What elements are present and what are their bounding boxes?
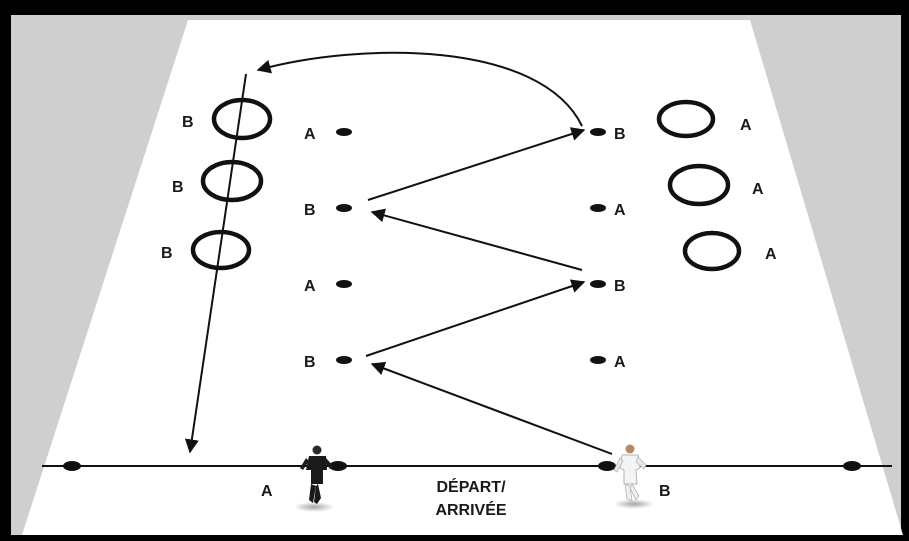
path-arrow bbox=[370, 361, 613, 455]
path-arrow bbox=[184, 73, 247, 454]
ring-label-right-2: A bbox=[752, 181, 764, 198]
cones bbox=[63, 128, 861, 471]
ring-label-left-1: B bbox=[182, 114, 194, 131]
player-b-icon bbox=[613, 444, 654, 509]
cone-marker-icon bbox=[336, 280, 352, 288]
start-finish-label-line-2: ARRIVÉE bbox=[435, 500, 506, 519]
cone-marker-icon bbox=[590, 356, 606, 364]
path-arrow bbox=[365, 279, 586, 357]
player-label-a: A bbox=[261, 483, 273, 500]
player-head bbox=[312, 445, 322, 455]
hoop-icon bbox=[190, 229, 252, 271]
path-arrow-curve bbox=[256, 51, 583, 127]
running-path bbox=[184, 51, 613, 455]
cone-marker-icon bbox=[329, 461, 347, 471]
ring-label-left-2: B bbox=[172, 179, 184, 196]
player-shadow bbox=[294, 502, 334, 512]
playing-field bbox=[22, 20, 903, 535]
cone-label-left-4: B bbox=[304, 354, 316, 371]
player-arm bbox=[613, 457, 624, 473]
cone-label-right-2: A bbox=[614, 202, 626, 219]
player-leg bbox=[629, 483, 640, 501]
player-torso bbox=[306, 456, 327, 484]
cone-label-right-1: B bbox=[614, 126, 626, 143]
cone-label-left-2: B bbox=[304, 202, 316, 219]
path-arrow bbox=[367, 127, 586, 201]
player-leg bbox=[309, 484, 316, 503]
ring-label-right-3: A bbox=[765, 246, 777, 263]
hoop-icon bbox=[656, 99, 716, 139]
cone-marker-icon bbox=[590, 204, 606, 212]
cone-marker-icon bbox=[843, 461, 861, 471]
player-arm bbox=[324, 458, 333, 469]
ring-label-right-1: A bbox=[740, 117, 752, 134]
hoops-left bbox=[190, 97, 273, 271]
player-arm bbox=[300, 458, 309, 470]
player-a-icon bbox=[294, 445, 334, 512]
path-arrow bbox=[370, 208, 583, 271]
cone-marker-icon bbox=[336, 204, 352, 212]
cone-marker-icon bbox=[336, 356, 352, 364]
hoop-icon bbox=[682, 230, 742, 272]
ring-label-left-3: B bbox=[161, 245, 173, 262]
cone-marker-icon bbox=[590, 280, 606, 288]
cone-marker-icon bbox=[590, 128, 606, 136]
player-shadow bbox=[614, 499, 654, 509]
cone-label-left-3: A bbox=[304, 278, 316, 295]
player-label-b: B bbox=[659, 483, 671, 500]
player-head bbox=[625, 444, 635, 454]
player-arm bbox=[635, 456, 647, 470]
cone-label-right-4: A bbox=[614, 354, 626, 371]
cone-marker-icon bbox=[336, 128, 352, 136]
hoops-right bbox=[656, 99, 742, 272]
cone-marker-icon bbox=[63, 461, 81, 471]
hoop-icon bbox=[667, 163, 731, 207]
cone-marker-icon bbox=[598, 461, 616, 471]
cone-label-right-3: B bbox=[614, 278, 626, 295]
player-leg bbox=[314, 484, 321, 504]
start-finish-label-line-1: DÉPART/ bbox=[436, 477, 506, 496]
cone-label-left-1: A bbox=[304, 126, 316, 143]
